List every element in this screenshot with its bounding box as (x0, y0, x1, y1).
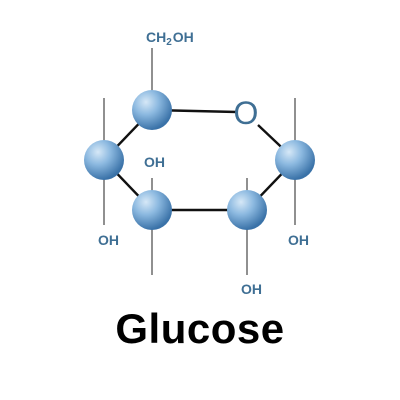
carbon-atom-c4 (84, 140, 124, 180)
ch2oh-subscript: 2 (166, 37, 172, 48)
diagram-title: Glucose (115, 305, 285, 352)
carbon-atom-c5 (132, 90, 172, 130)
ch2oh-ch: CH (146, 29, 166, 45)
oh-label-c3-top: OH (144, 154, 165, 170)
carbon-atom-c2 (227, 190, 267, 230)
oh-label-c2: OH (241, 281, 262, 297)
carbon-atom-c3 (132, 190, 172, 230)
ring-bonds (103, 108, 296, 212)
carbon-atom-c1 (275, 140, 315, 180)
ch2oh-label: CH2OH (146, 29, 194, 48)
oh-label-c4: OH (98, 232, 119, 248)
oh-label-c1: OH (288, 232, 309, 248)
substituent-lines (103, 48, 296, 275)
ring-oxygen-label: O (234, 95, 259, 131)
ch2oh-oh: OH (173, 29, 194, 45)
ring-atoms (84, 90, 315, 230)
